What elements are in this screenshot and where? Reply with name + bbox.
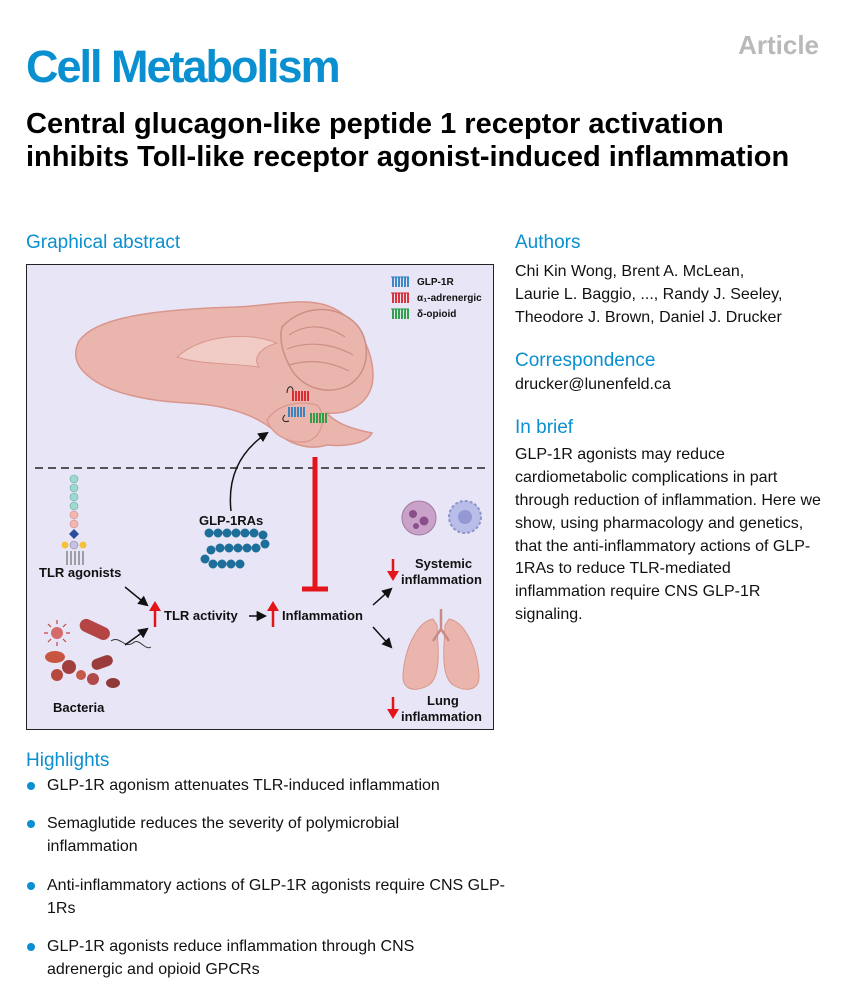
glp1ras-label: GLP-1RAs [199, 513, 263, 528]
highlight-text: Semaglutide reduces the severity of poly… [47, 815, 400, 856]
authors-heading: Authors [515, 232, 581, 253]
tlr-agonists-label: TLR agonists [39, 565, 121, 580]
graphical-abstract: GLP-1R α₁-adrenergic δ-opioid [26, 264, 494, 730]
highlight-text: GLP-1R agonism attenuates TLR-induced in… [47, 777, 440, 794]
lung-label-line1: Lung [427, 693, 459, 708]
bullet-icon [27, 881, 35, 890]
article-title: Central glucagon-like peptide 1 receptor… [26, 108, 790, 174]
highlight-text: GLP-1R agonists reduce inflammation thro… [47, 937, 415, 979]
legend-opioid: δ-opioid [417, 309, 456, 320]
legend-adrenergic: α₁-adrenergic [417, 293, 482, 304]
highlight-item: Anti-inflammatory actions of GLP-1R agon… [26, 874, 517, 920]
brain-illustration [74, 301, 374, 448]
bullet-icon [27, 782, 35, 790]
authors-line: Chi Kin Wong, Brent A. McLean, [515, 263, 745, 280]
tlr-agonist-arrow [124, 586, 149, 607]
highlight-text: Anti-inflammatory actions of GLP-1R agon… [47, 876, 505, 917]
bullet-icon [27, 942, 35, 951]
graphical-abstract-heading: Graphical abstract [26, 232, 181, 253]
highlight-item: Semaglutide reduces the severity of poly… [26, 812, 447, 858]
in-brief-text: GLP-1R agonists may reduce cardiometabol… [515, 446, 821, 624]
authors-line: Laurie L. Baggio, ..., Randy J. Seeley, [515, 285, 783, 303]
brainstem-receptors-icon [282, 386, 327, 423]
to-lung-arrow [372, 626, 393, 649]
highlight-item: GLP-1R agonists reduce inflammation thro… [26, 935, 477, 981]
journal-name: Cell Metabolism [26, 41, 341, 92]
lungs-illustration [402, 609, 480, 690]
lung-down-arrow [387, 697, 399, 719]
correspondence-email[interactable]: drucker@lunenfeld.ca [515, 376, 671, 393]
inflammation-up-arrow [267, 601, 279, 627]
inhibition-arrow [302, 457, 328, 592]
tlr-activity-up-arrow [149, 601, 161, 627]
lung-label-line2: inflammation [401, 709, 482, 724]
correspondence-heading: Correspondence [515, 350, 656, 371]
graphical-abstract-figure: GLP-1R α₁-adrenergic δ-opioid [35, 276, 485, 724]
legend: GLP-1R α₁-adrenergic δ-opioid [391, 276, 482, 320]
inflammation-label: Inflammation [282, 608, 363, 623]
systemic-label-line2: inflammation [401, 572, 482, 587]
legend-adrenergic-receptor-icon [391, 292, 409, 303]
authors-list: Chi Kin Wong, Brent A. McLean, Laurie L.… [515, 261, 782, 330]
highlights-list: GLP-1R agonism attenuates TLR-induced in… [26, 774, 546, 996]
to-systemic-arrow [372, 587, 393, 606]
highlight-item: GLP-1R agonism attenuates TLR-induced in… [26, 774, 546, 797]
bacteria-arrow [124, 627, 149, 646]
systemic-label-line1: Systemic [415, 556, 472, 571]
authors-line: Theodore J. Brown, Daniel J. Drucker [515, 308, 782, 326]
legend-opioid-receptor-icon [391, 308, 409, 319]
systemic-down-arrow [387, 559, 399, 581]
bacteria-illustration [44, 618, 152, 688]
article-type-label: Article [738, 30, 819, 60]
immune-cells-illustration [401, 500, 482, 536]
legend-glp1r-receptor-icon [391, 276, 409, 287]
tlr-agonist-molecule-icon [61, 474, 87, 565]
legend-glp1r: GLP-1R [417, 277, 454, 288]
bullet-icon [27, 820, 35, 829]
tlr-activity-label: TLR activity [164, 608, 238, 623]
bacteria-label: Bacteria [53, 700, 105, 715]
glp1ra-peptide-icon [200, 528, 270, 569]
highlights-heading: Highlights [26, 750, 110, 771]
in-brief-heading: In brief [515, 417, 574, 438]
glp1ra-to-brain-arrow [229, 431, 269, 512]
